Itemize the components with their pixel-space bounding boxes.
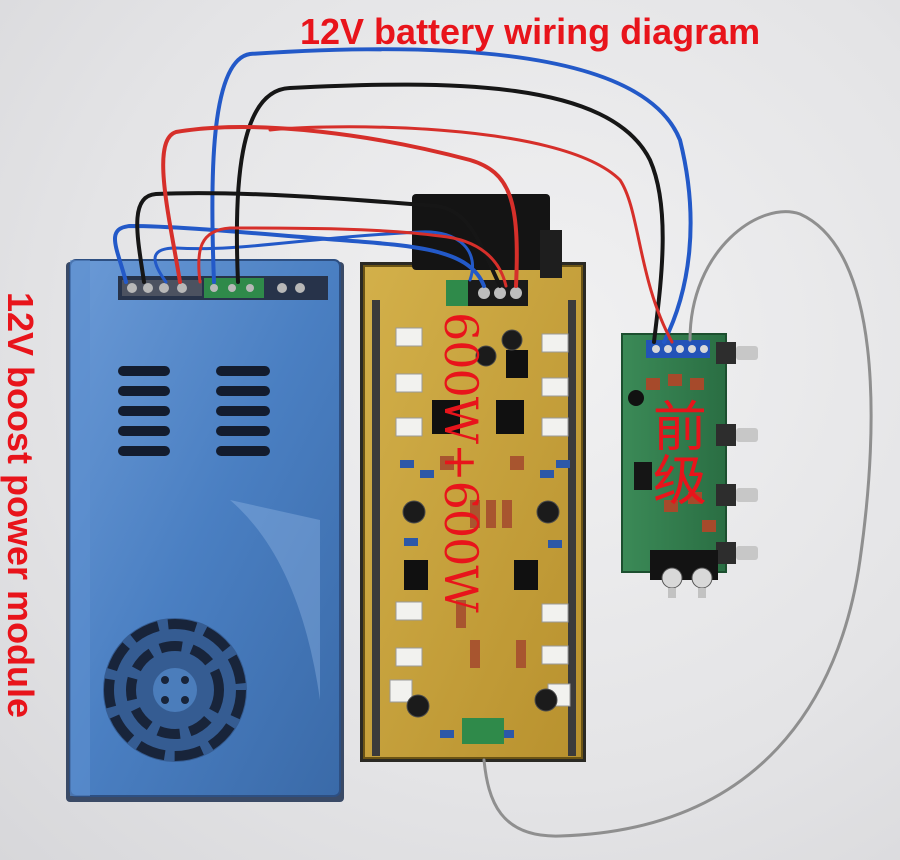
preamp-board (621, 333, 758, 598)
amplifier-board (360, 194, 586, 762)
boost-power-module (66, 259, 344, 802)
potentiometer-knobs (716, 342, 758, 564)
wiring (113, 47, 873, 838)
amplifier-board-label: 600W+600W (434, 312, 488, 612)
power-module-label: 12V boost power module (0, 292, 41, 719)
diagram-title: 12V battery wiring diagram (300, 11, 761, 52)
preamp-board-label: 前级 (643, 398, 707, 506)
